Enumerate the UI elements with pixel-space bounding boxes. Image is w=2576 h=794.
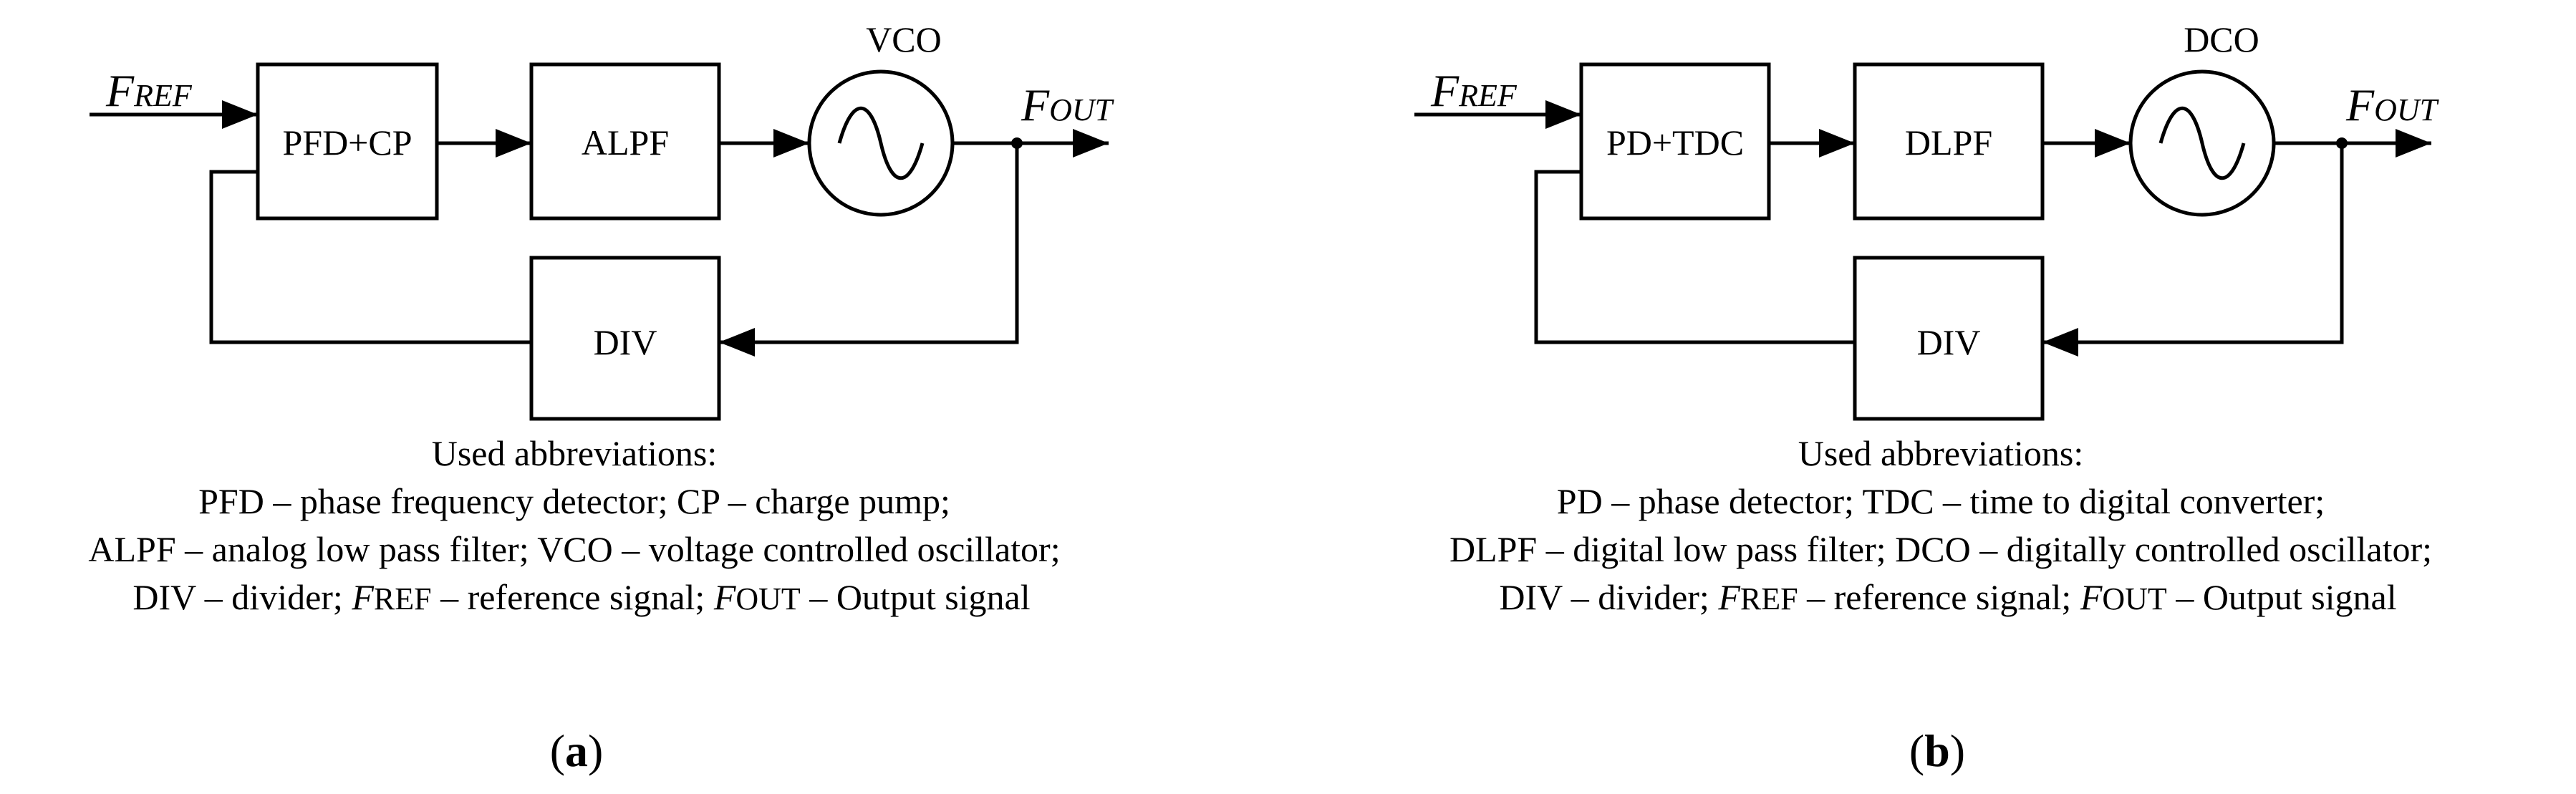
div-label-b: DIV [1917,322,1981,362]
pd-tdc-block [1579,62,1771,221]
feedback-to-div-line-b [2042,143,2344,357]
caption-line2-a: ALPF – analog low pass filter; VCO – vol… [88,529,1060,569]
alpf-block [529,62,721,221]
subfigure-label-b: (b) [1909,725,1965,776]
pfd-cp-label: PFD+CP [282,122,412,163]
abbreviations-caption-a: Used abbreviations: PFD – phase frequenc… [88,433,1060,617]
div-to-pfd-line-a [209,170,531,344]
div-block-a [529,256,721,421]
abbreviations-caption-b: Used abbreviations: PD – phase detector;… [1449,433,2432,617]
caption-line1-a: PFD – phase frequency detector; CP – cha… [198,481,950,521]
dlpf-label: DLPF [1905,122,1992,163]
fout-label-a: FOUT [1021,79,1115,130]
pll-diagram-b: FREF PD+TDC DLPF DCO FOUT DIV Used abbre… [1414,19,2440,776]
caption-line3-a: DIV – divider; FREF – reference signal; … [132,577,1030,617]
caption-title-b: Used abbreviations: [1798,433,2084,473]
dco-label: DCO [2184,19,2259,59]
pd-tdc-label: PD+TDC [1606,122,1744,163]
vco-sine-icon [837,107,925,180]
feedback-to-div-line-a [719,143,1019,357]
subfigure-label-a: (a) [550,725,604,776]
caption-line3-b: DIV – divider; FREF – reference signal; … [1499,577,2396,617]
div-block-b [1853,256,2045,421]
dco-sine-icon [2158,107,2246,180]
dlpf-block [1853,62,2045,221]
alpf-label: ALPF [582,122,669,163]
div-label-a: DIV [594,322,657,362]
vco-label: VCO [866,19,942,59]
caption-title-a: Used abbreviations: [432,433,718,473]
fref-label-b: FREF [1430,65,1518,116]
caption-line1-b: PD – phase detector; TDC – time to digit… [1557,481,2325,521]
div-to-pd-line-b [1534,170,1855,344]
pll-diagram-a: FREF PFD+CP ALPF VCO FOUT DIV Used abbre… [88,19,1114,776]
fout-label-b: FOUT [2345,79,2440,130]
caption-line2-b: DLPF – digital low pass filter; DCO – di… [1449,529,2432,569]
fref-label-a: FREF [105,65,193,116]
